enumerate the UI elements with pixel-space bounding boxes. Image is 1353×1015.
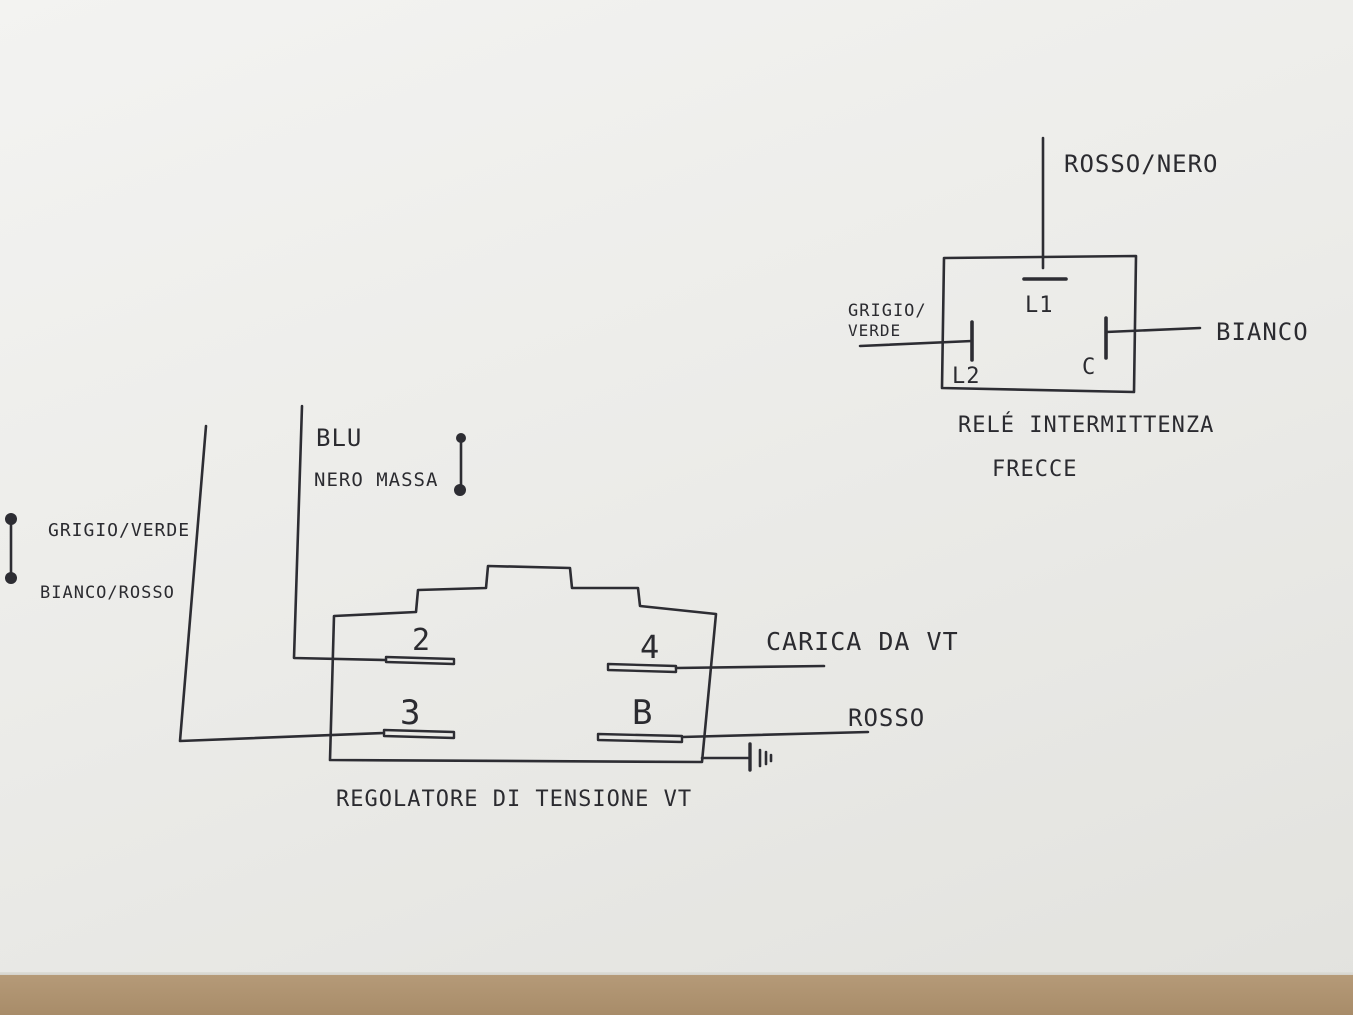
regulator-rosso-wire (680, 730, 870, 739)
bianco-rosso-label: BIANCO/ROSSO (40, 583, 175, 603)
relay-left-wire (858, 339, 974, 348)
rosso-wire-label: ROSSO (848, 704, 925, 732)
nero-massa-dot-bottom (454, 484, 466, 496)
relay-left-wire-label-line1: GRIGIO/ (848, 301, 927, 321)
regulator-pin-4 (606, 662, 678, 674)
regulator-grigio-wire (178, 424, 386, 743)
relay-top-wire-label: ROSSO/NERO (1064, 150, 1219, 178)
table-surface (0, 975, 1353, 1015)
relay-terminal-l1-label: L1 (1025, 293, 1054, 318)
relay-caption-line2: FRECCE (992, 457, 1077, 482)
regulator-connector-body (328, 564, 718, 764)
relay-right-wire (1104, 326, 1202, 334)
regulator-caption: REGOLATORE DI TENSIONE VT (336, 787, 692, 812)
grigio-verde-label: GRIGIO/VERDE (48, 520, 190, 541)
relay-box (940, 254, 1138, 394)
carica-da-vt-label: CARICA DA VT (766, 627, 959, 656)
relay-right-wire-label: BIANCO (1216, 318, 1309, 346)
blu-wire-label: BLU (316, 424, 362, 452)
regulator-diagram: 2 4 3 B BLU NERO MASSA GRIGIO/VERDE BIAN… (5, 404, 959, 812)
regulator-pin-2 (384, 655, 456, 666)
relay-terminal-c-label: C (1082, 355, 1096, 380)
regulator-terminal-2-label: 2 (412, 623, 431, 658)
relay-caption-line1: RELÉ INTERMITTENZA (958, 412, 1214, 438)
regulator-blu-wire (292, 404, 388, 662)
nero-massa-label: NERO MASSA (314, 469, 438, 491)
left-jumper-dot-bottom (5, 572, 17, 584)
regulator-terminal-3-label: 3 (400, 693, 421, 733)
regulator-terminal-4-label: 4 (640, 628, 660, 666)
relay-terminal-l2-label: L2 (952, 364, 981, 389)
relay-diagram: ROSSO/NERO GRIGIO/ VERDE BIANCO L1 L2 C … (848, 136, 1309, 482)
regulator-pin-b (596, 732, 684, 744)
regulator-carica-wire (674, 664, 826, 670)
regulator-terminal-b-label: B (632, 693, 653, 733)
relay-left-wire-label-line2: VERDE (848, 321, 901, 340)
